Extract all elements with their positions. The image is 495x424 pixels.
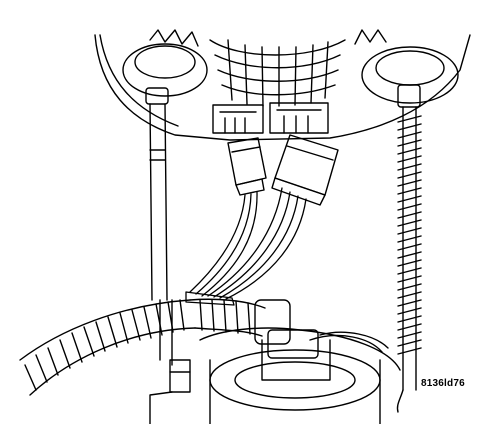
wire-harness (185, 187, 307, 306)
pump-body (199, 327, 401, 424)
large-electrical-connector (271, 134, 339, 206)
figure-code-label: 8136ld76 (421, 378, 465, 389)
small-electrical-connector (227, 137, 267, 196)
pump-module-top-housing (94, 29, 471, 141)
left-guide-rod (145, 87, 173, 366)
right-spring-rod (396, 84, 422, 413)
lower-left-bracket (149, 359, 191, 424)
corrugated-conduit (19, 298, 291, 396)
